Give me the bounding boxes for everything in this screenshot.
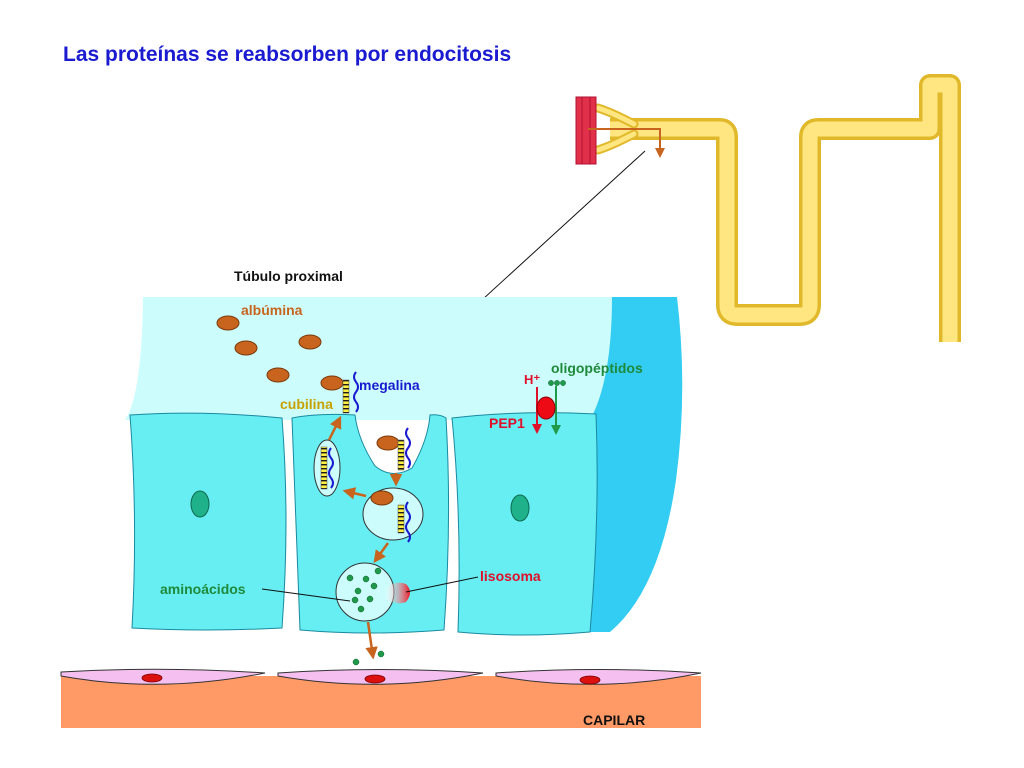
label-tubule: Túbulo proximal: [234, 268, 343, 284]
label-albumin: albúmina: [241, 302, 303, 318]
label-cubilin: cubilina: [280, 396, 333, 412]
lysosome: [386, 582, 410, 604]
nephron-schematic: [575, 74, 961, 342]
lysosome-vesicle: [335, 562, 395, 622]
cubilin-receptor-surface: [342, 379, 350, 414]
rbc-1: [141, 673, 163, 683]
pathway-arrows: [327, 415, 403, 660]
label-lysosome: lisosoma: [480, 568, 541, 584]
label-capillary: CAPILAR: [583, 712, 645, 728]
megalin-receptor-surface: [353, 371, 359, 413]
label-hplus: H⁺: [524, 372, 540, 387]
page-title: Las proteínas se reabsorben por endocito…: [63, 43, 512, 66]
rbc-2: [364, 674, 386, 684]
tubule-lumen: [125, 297, 677, 420]
megalin-pit: [405, 427, 411, 469]
endothelial-cell-1: [60, 668, 266, 685]
cubilin-pit: [397, 439, 405, 471]
rbc-3: [579, 675, 601, 685]
albumin-molecules: [216, 315, 344, 391]
oligopeptide-dots: [548, 380, 566, 386]
epithelial-cell-left: [129, 412, 287, 631]
label-pep1: PEP1: [489, 415, 525, 431]
glomerulus-vessel: [575, 96, 597, 165]
label-oligopeptides: oligopéptidos: [551, 360, 643, 376]
tubule-wall-dark: [590, 297, 683, 632]
endothelial-cell-3: [495, 669, 702, 685]
albumin-pit: [376, 435, 400, 451]
label-megalin: megalina: [359, 377, 420, 393]
amino-acids-leader: [261, 588, 351, 602]
nucleus-right: [510, 494, 530, 522]
pep1-transporter: [536, 396, 556, 420]
label-amino-acids: aminoácidos: [160, 581, 246, 597]
amino-acid-dots: [346, 567, 385, 666]
epithelial-cell-right: [451, 412, 598, 636]
lysosome-leader: [405, 576, 479, 593]
nucleus-left: [190, 490, 210, 518]
nephron-tubule-fill: [610, 77, 958, 342]
filtrate-arrow: [588, 128, 665, 158]
